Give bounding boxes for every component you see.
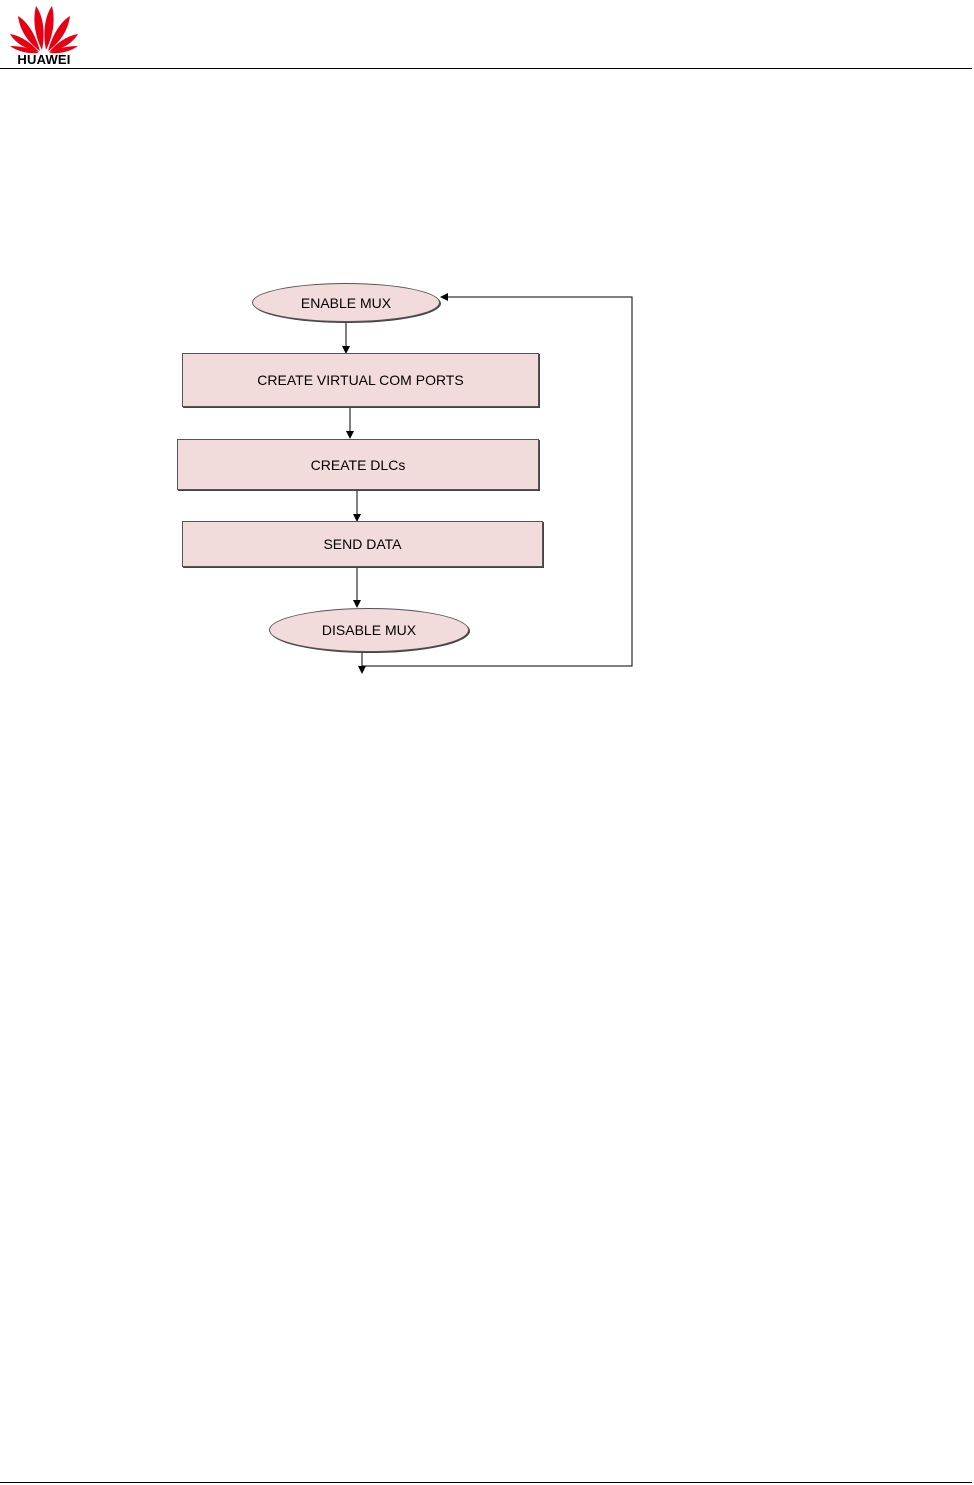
- node-create-virtual-com-ports: CREATE VIRTUAL COM PORTS: [182, 353, 539, 407]
- logo-text: HUAWEI: [17, 52, 71, 67]
- header-divider: [0, 68, 972, 69]
- node-label: CREATE DLCs: [310, 456, 406, 473]
- node-disable-mux: DISABLE MUX: [269, 608, 469, 652]
- node-enable-mux: ENABLE MUX: [252, 283, 440, 322]
- node-label: CREATE VIRTUAL COM PORTS: [257, 372, 464, 388]
- node-label: DISABLE MUX: [321, 622, 417, 638]
- node-label: ENABLE MUX: [300, 294, 392, 311]
- edge-loop-back: [362, 293, 633, 667]
- node-label: SEND DATA: [323, 536, 402, 552]
- huawei-petals-icon: [10, 6, 78, 54]
- footer-divider: [0, 1482, 972, 1483]
- huawei-logo: HUAWEI: [6, 0, 82, 67]
- node-create-dlcs: CREATE DLCs: [177, 439, 539, 490]
- node-send-data: SEND DATA: [182, 521, 543, 567]
